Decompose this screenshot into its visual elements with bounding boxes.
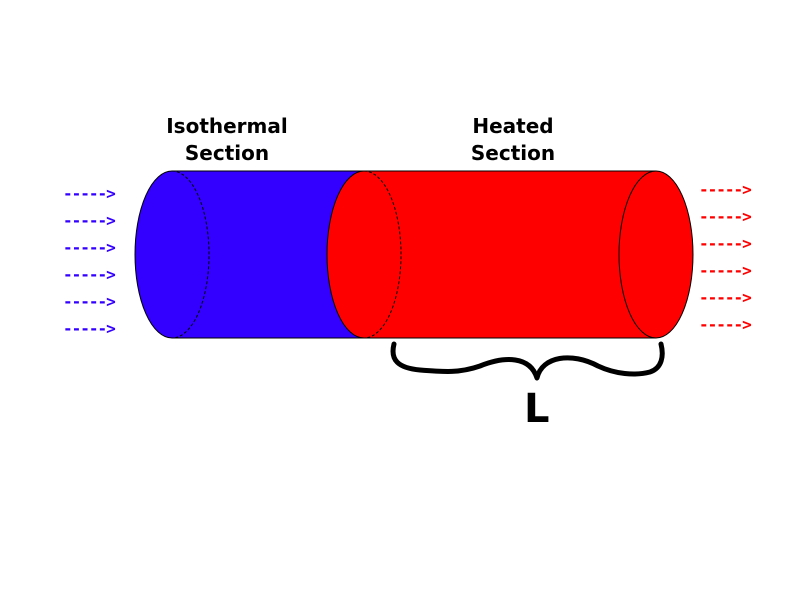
inflow-arrow: -----> [63, 211, 116, 230]
outflow-arrow: -----> [699, 234, 752, 253]
isothermal-label-line2: Section [184, 141, 270, 165]
outflow-arrow: -----> [699, 207, 752, 226]
outflow-arrow: -----> [699, 288, 752, 307]
inflow-arrow: -----> [63, 184, 116, 203]
isothermal-inlet-hidden-edge [171, 170, 210, 339]
heated-label-line2: Section [470, 141, 556, 165]
length-brace [390, 341, 665, 381]
outflow-arrow: -----> [699, 261, 752, 280]
inflow-arrow: -----> [63, 265, 116, 284]
outflow-arrow: -----> [699, 180, 752, 199]
heated-outlet-edge [618, 170, 657, 339]
isothermal-section-label: Isothermal Section [127, 113, 327, 167]
inflow-arrow: -----> [63, 238, 116, 257]
isothermal-section [134, 170, 365, 339]
heated-label-line1: Heated [472, 114, 554, 138]
isothermal-label-line1: Isothermal [166, 114, 288, 138]
outflow-arrows: -----> -----> -----> -----> -----> -----… [699, 176, 752, 338]
inflow-arrow: -----> [63, 292, 116, 311]
outflow-arrow: -----> [699, 315, 752, 334]
heated-joint-hidden-edge [363, 170, 402, 339]
inflow-arrows: -----> -----> -----> -----> -----> -----… [63, 180, 116, 342]
heated-cylinder-body [326, 170, 694, 339]
heated-section [326, 170, 694, 339]
length-label: L [524, 386, 550, 432]
inflow-arrow: -----> [63, 319, 116, 338]
isothermal-cylinder-body [134, 170, 365, 339]
heated-section-label: Heated Section [413, 113, 613, 167]
